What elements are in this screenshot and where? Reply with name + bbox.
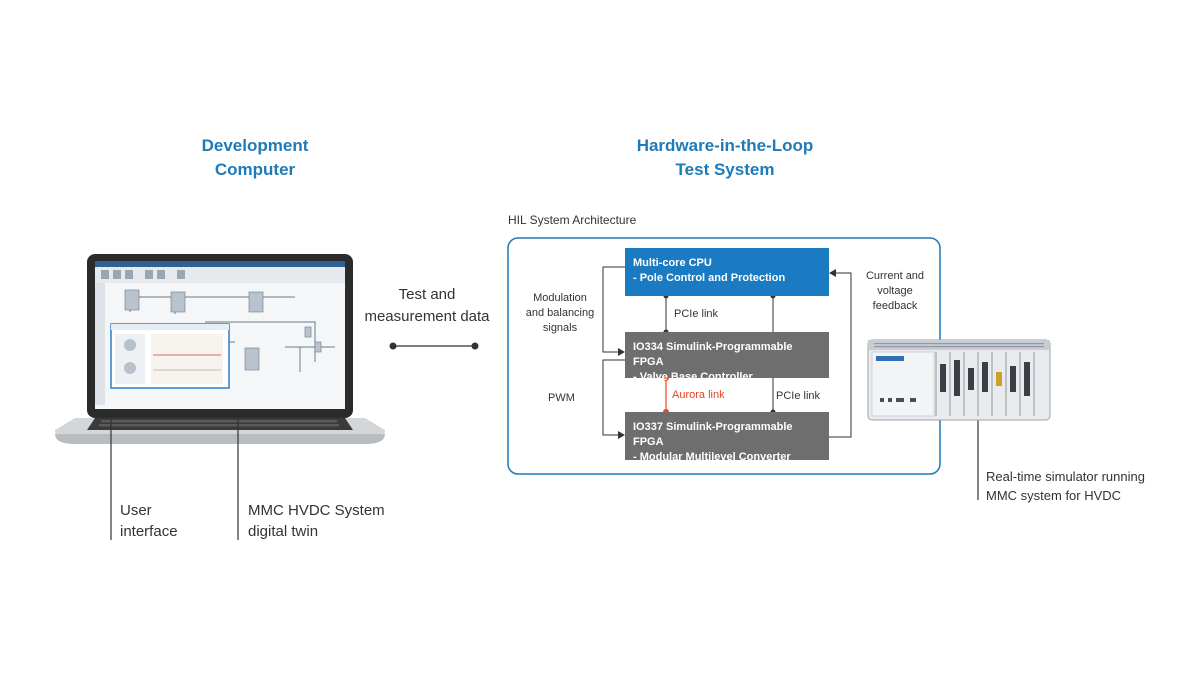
cpu-block: Multi-core CPU - Pole Control and Protec… [625,248,829,296]
digital-twin-label: MMC HVDC System digital twin [248,502,385,540]
aurora-link-label: Aurora link [672,389,725,401]
simulator-illustration [866,338,1052,422]
modulation-signals-label: Modulation and balancing signals [525,292,595,334]
io337-block-subtitle: - Modular Multilevel Converter [633,451,791,463]
hil-title: Hardware-in-the-Loop Test System [636,136,814,179]
test-data-label: Test and measurement data [364,286,490,325]
dev-computer-title: Development Computer [201,136,309,179]
hil-architecture-label: HIL System Architecture [508,213,637,227]
cpu-block-title: Multi-core CPU [633,257,712,269]
cpu-block-subtitle: - Pole Control and Protection [633,272,786,284]
feedback-label: Current and voltage feedback [865,270,925,312]
io337-block: IO337 Simulink-Programmable FPGA - Modul… [625,412,829,463]
io334-block-subtitle: - Valve Base Controller [633,371,753,383]
io334-block-title: IO334 Simulink-Programmable FPGA [633,341,793,368]
laptop-illustration [55,252,385,452]
io337-block-title: IO337 Simulink-Programmable FPGA [633,421,793,448]
user-interface-label: User interface [120,502,178,540]
io334-block: IO334 Simulink-Programmable FPGA - Valve… [625,332,829,383]
simulator-label: Real-time simulator running MMC system f… [986,469,1145,503]
pcie-link-label-1: PCIe link [674,308,719,320]
pwm-label: PWM [548,392,575,404]
pcie-link-label-2: PCIe link [776,390,821,402]
